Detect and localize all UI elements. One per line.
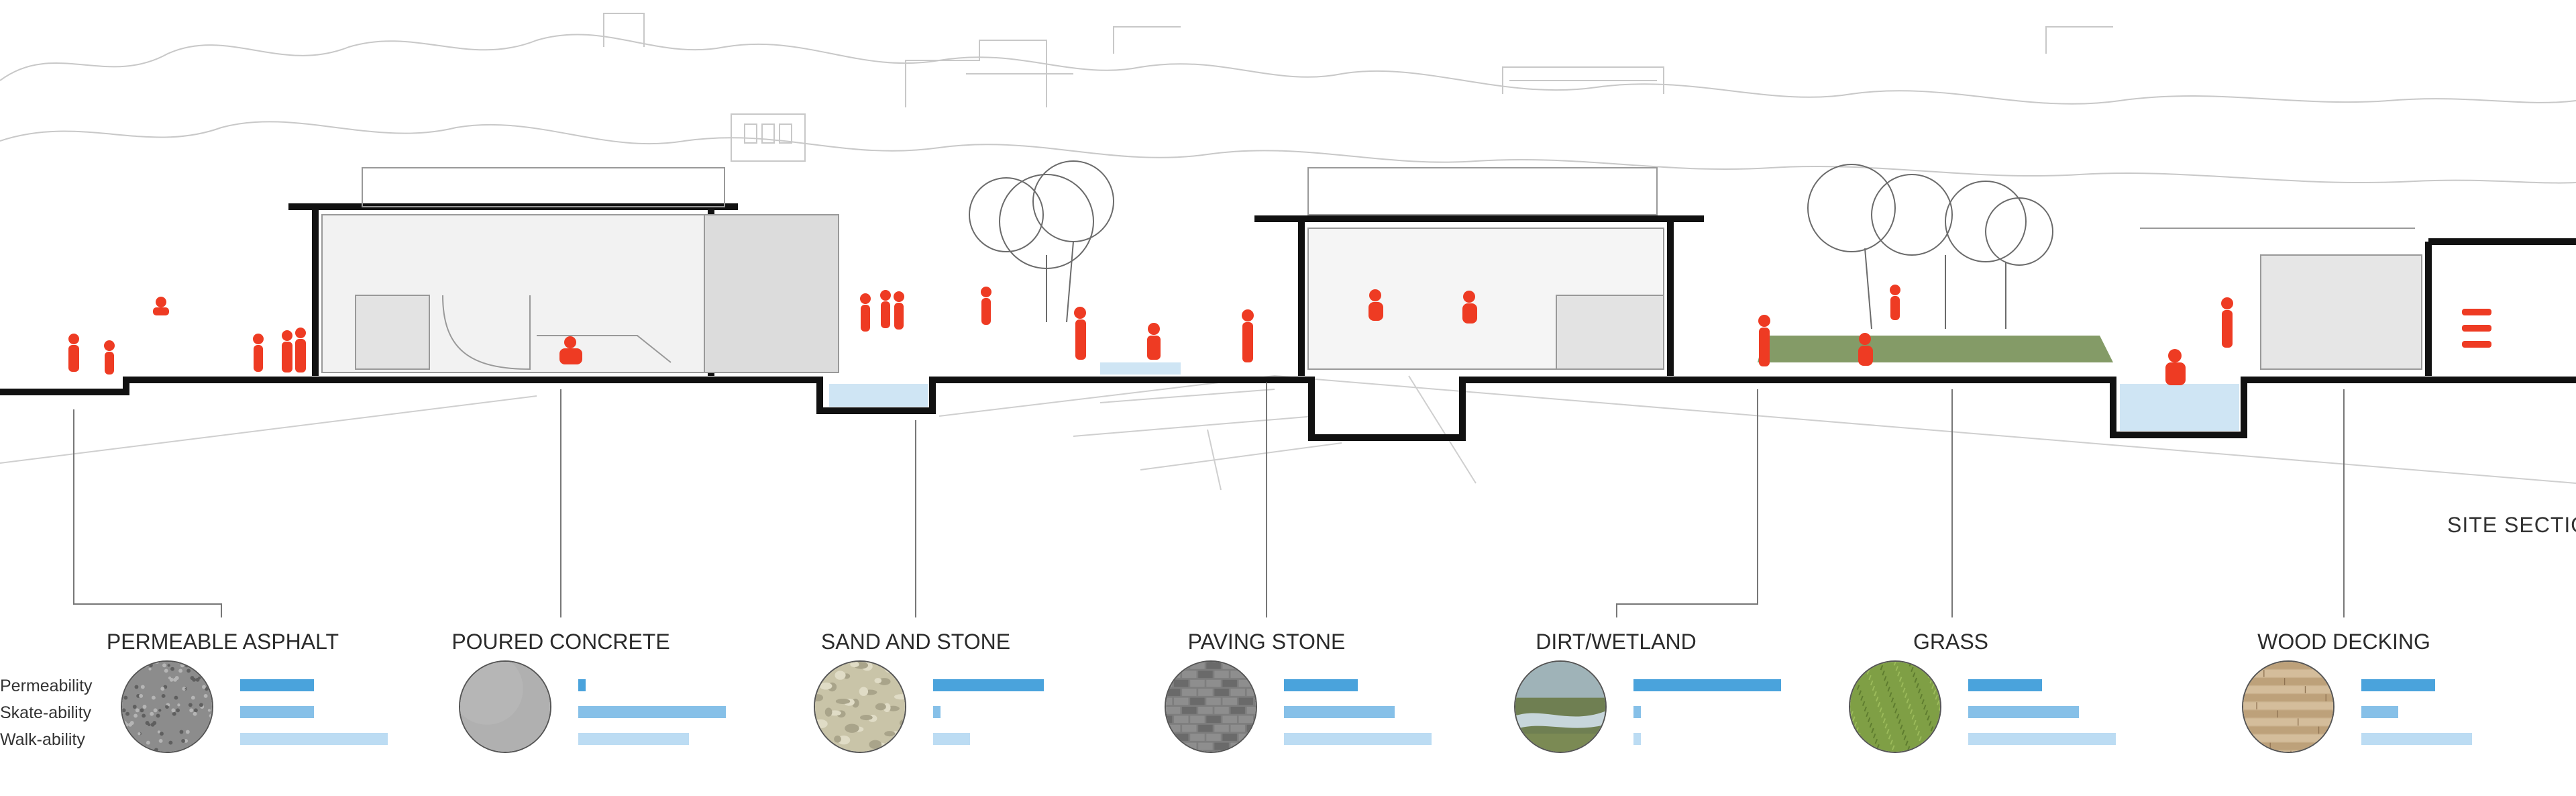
bar-skate-ability-grass	[1968, 706, 2079, 718]
rating-label-skate-ability: Skate-ability	[0, 703, 92, 722]
bar-permeability-dirt-wetland	[1633, 679, 1781, 691]
bar-skate-ability-poured-concrete	[578, 706, 726, 718]
swatch-grass-texture	[1849, 660, 1941, 753]
material-label-sand-and-stone: SAND AND STONE	[820, 630, 1011, 654]
material-label-permeable-asphalt: PERMEABLE ASPHALT	[106, 630, 339, 654]
bar-skate-ability-paving-stone	[1284, 706, 1395, 718]
material-label-wood-decking: WOOD DECKING	[2257, 630, 2430, 654]
bar-skate-ability-dirt-wetland	[1633, 706, 1641, 718]
swatch-sand-stone-texture	[814, 660, 906, 753]
people-silhouettes	[68, 285, 2491, 385]
bar-permeability-permeable-asphalt	[240, 679, 314, 691]
leader-lines	[73, 383, 2345, 617]
bar-permeability-paving-stone	[1284, 679, 1358, 691]
bar-permeability-wood-decking	[2361, 679, 2435, 691]
bar-walk-ability-poured-concrete	[578, 733, 689, 745]
rating-label-walk-ability: Walk-ability	[0, 730, 85, 749]
swatch-paving-stone-texture	[1165, 660, 1257, 753]
material-label-poured-concrete: POURED CONCRETE	[451, 630, 670, 654]
swatch-wetland-photo-texture	[1514, 660, 1607, 753]
bar-permeability-grass	[1968, 679, 2042, 691]
bar-skate-ability-wood-decking	[2361, 706, 2398, 718]
bar-skate-ability-permeable-asphalt	[240, 706, 314, 718]
bar-walk-ability-grass	[1968, 733, 2116, 745]
bar-permeability-poured-concrete	[578, 679, 586, 691]
water-basins	[829, 362, 2239, 431]
trees	[969, 160, 2053, 330]
bar-walk-ability-wood-decking	[2361, 733, 2472, 745]
grass-area	[1758, 336, 2113, 362]
bar-walk-ability-sand-and-stone	[933, 733, 970, 745]
bar-walk-ability-dirt-wetland	[1633, 733, 1641, 745]
material-label-dirt-wetland: DIRT/WETLAND	[1536, 630, 1697, 654]
bar-walk-ability-paving-stone	[1284, 733, 1432, 745]
site-section-title: SITE SECTION	[2447, 513, 2576, 537]
bar-walk-ability-permeable-asphalt	[240, 733, 388, 745]
swatch-smooth-concrete-texture	[459, 660, 551, 753]
material-label-paving-stone: PAVING STONE	[1187, 630, 1346, 654]
swatch-wood-plank-texture	[2242, 660, 2334, 753]
rating-label-permeability: Permeability	[0, 677, 93, 695]
bar-skate-ability-sand-and-stone	[933, 706, 941, 718]
bar-permeability-sand-and-stone	[933, 679, 1044, 691]
background-skyline	[0, 13, 2576, 184]
material-label-grass: GRASS	[1913, 630, 1989, 654]
perspective-lines	[0, 375, 2576, 491]
pavilion-interiors	[321, 167, 2422, 373]
swatch-asphalt-gravel-texture	[121, 660, 213, 753]
